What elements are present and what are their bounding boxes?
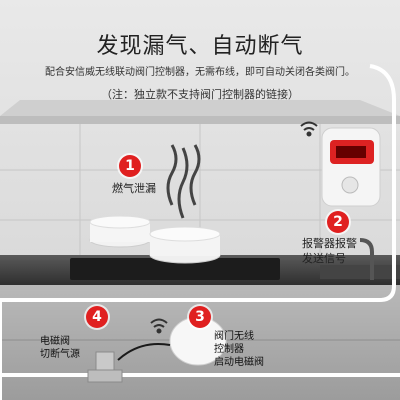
page-title: 发现漏气、自动断气	[96, 34, 304, 59]
step-1-badge: 1	[119, 155, 141, 177]
wifi-signal-icon	[148, 315, 170, 339]
gas-leak-steam	[166, 144, 201, 219]
step-3-label-line2: 控制器	[214, 344, 244, 355]
step-2-label-line2: 发送信号	[302, 252, 346, 265]
solenoid-valve-device	[87, 351, 123, 383]
step-3-label-line3: 启动电磁阀	[214, 357, 264, 368]
wifi-signal-icon	[298, 118, 320, 142]
step-1-label: 燃气泄漏	[112, 182, 156, 195]
step-2-badge: 2	[327, 211, 349, 233]
step-4-label-line2: 切断气源	[40, 349, 80, 360]
step-3-label-line1: 阀门无线	[214, 331, 254, 342]
step-2-label-line1: 报警器报警	[302, 237, 357, 250]
step-4-label-line1: 电磁阀	[40, 336, 70, 347]
gas-alarm-device	[321, 127, 381, 207]
page-subtitle: 配合安信威无线联动阀门控制器，无需布线，即可自动关闭各类阀门。	[45, 67, 355, 78]
page-note: （注：独立款不支持阀门控制器的链接）	[101, 88, 299, 101]
control-cable	[117, 343, 171, 361]
step-4-badge: 4	[86, 306, 108, 328]
step-3-badge: 3	[189, 306, 211, 328]
